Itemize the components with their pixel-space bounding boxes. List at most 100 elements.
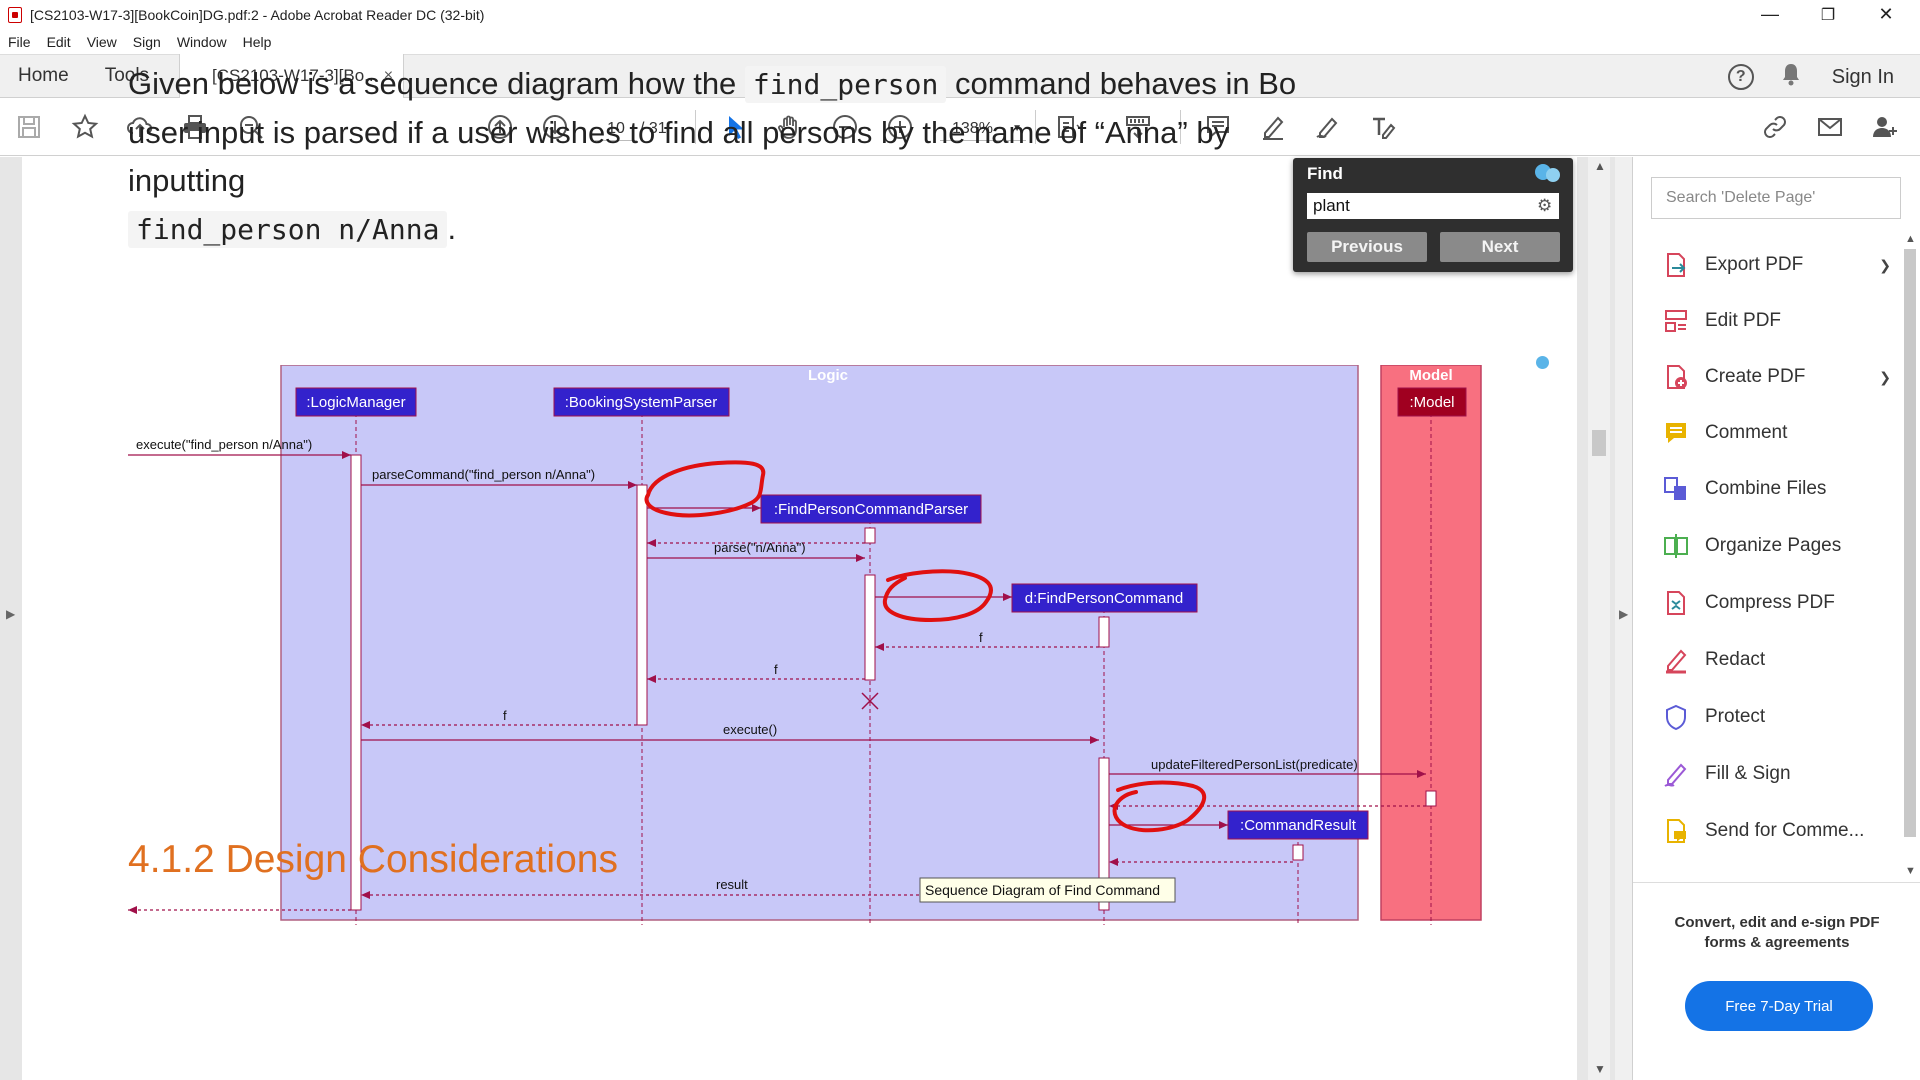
scroll-down-icon[interactable]: ▼ xyxy=(1905,865,1916,877)
scroll-down-icon[interactable]: ▼ xyxy=(1594,1062,1606,1076)
find-next-button[interactable]: Next xyxy=(1440,232,1560,262)
create-pdf-icon xyxy=(1661,362,1691,392)
tab-home[interactable]: Home xyxy=(18,65,69,86)
zoom-level-select[interactable]: 138% ▼ xyxy=(940,117,1026,141)
menu-sign[interactable]: Sign xyxy=(132,33,161,50)
toolbar xyxy=(0,98,1920,156)
minimize-button[interactable]: — xyxy=(1761,4,1779,24)
close-tab-icon[interactable]: × xyxy=(383,67,394,84)
expand-left-panel-icon[interactable]: ▶ xyxy=(6,607,16,621)
message-label-return-f3: f xyxy=(503,708,507,723)
model-group-label: Model xyxy=(1409,367,1452,384)
menu-help[interactable]: Help xyxy=(242,33,272,50)
diagram-tooltip-box xyxy=(919,877,1176,903)
next-page-icon[interactable] xyxy=(540,112,570,142)
print-icon[interactable] xyxy=(180,112,210,142)
document-scrollbar[interactable]: ▲ ▼ xyxy=(1588,157,1610,1080)
menu-edit[interactable]: Edit xyxy=(46,33,71,50)
tool-redact[interactable]: Redact xyxy=(1661,642,1891,678)
menu-view[interactable]: View xyxy=(86,33,117,50)
scrollbar-thumb[interactable] xyxy=(1904,249,1916,837)
add-user-icon[interactable] xyxy=(1870,112,1900,142)
email-icon[interactable] xyxy=(1815,112,1845,142)
help-icon[interactable]: ? xyxy=(1727,64,1754,90)
highlight-pen-icon[interactable] xyxy=(1258,112,1288,142)
hand-tool-icon[interactable] xyxy=(775,112,805,142)
draw-signature-icon[interactable] xyxy=(1313,112,1343,142)
diagram-tooltip: Sequence Diagram of Find Command xyxy=(925,882,1160,898)
scroll-up-icon[interactable]: ▲ xyxy=(1905,233,1916,245)
find-options-icon[interactable] xyxy=(1533,162,1563,189)
chevron-down-icon[interactable]: ❯ xyxy=(1879,368,1891,385)
tool-organize-pages[interactable]: Organize Pages xyxy=(1661,528,1891,564)
scroll-up-icon[interactable]: ▲ xyxy=(1594,159,1606,173)
tools-pane-scrollbar[interactable]: ▲ ▼ xyxy=(1901,233,1919,877)
tool-fill-sign[interactable]: Fill & Sign xyxy=(1661,756,1891,792)
tool-combine-files[interactable]: Combine Files xyxy=(1661,471,1891,507)
arrowhead xyxy=(628,481,637,489)
left-panel-toggle[interactable]: ▶ xyxy=(0,157,22,1080)
select-cursor-icon[interactable] xyxy=(720,112,750,142)
free-trial-button[interactable]: Free 7-Day Trial xyxy=(1685,981,1873,1031)
tool-label: Create PDF xyxy=(1705,366,1806,387)
find-input[interactable] xyxy=(1307,193,1559,219)
promo-panel: Convert, edit and e-sign PDF forms & agr… xyxy=(1633,882,1920,1080)
arrowhead xyxy=(1003,593,1012,601)
zoom-out-icon[interactable] xyxy=(830,112,860,142)
tool-create-pdf[interactable]: Create PDF ❯ xyxy=(1661,359,1891,395)
activation-booking-parser xyxy=(636,484,648,726)
tool-label: Redact xyxy=(1705,649,1766,670)
arrowhead xyxy=(875,643,884,651)
arrowhead xyxy=(1090,736,1099,744)
tool-export-pdf[interactable]: Export PDF ❯ xyxy=(1661,247,1891,283)
lifeline-label-command-result: :CommandResult xyxy=(1240,817,1357,834)
close-window-button[interactable]: ✕ xyxy=(1878,4,1894,24)
page-layout-icon[interactable] xyxy=(1055,112,1085,142)
find-settings-gear-icon[interactable]: ⚙ xyxy=(1537,196,1553,215)
zoom-search-icon[interactable] xyxy=(236,112,266,142)
lifeline-label-model: :Model xyxy=(1409,394,1454,411)
lifeline-label-logic-manager: :LogicManager xyxy=(306,394,405,411)
share-link-icon[interactable] xyxy=(1760,112,1790,142)
edit-text-icon[interactable] xyxy=(1368,112,1398,142)
maximize-button[interactable]: ❐ xyxy=(1820,6,1836,24)
page-number-input[interactable]: 10 xyxy=(595,117,637,141)
comment-tool-icon[interactable] xyxy=(1203,112,1233,142)
tool-edit-pdf[interactable]: Edit PDF xyxy=(1661,303,1891,339)
notification-bell-icon[interactable] xyxy=(1780,62,1802,92)
paragraph-text: Given below is a sequence diagram how th… xyxy=(128,66,745,101)
edit-pdf-icon xyxy=(1661,306,1691,336)
document-paragraph: Given below is a sequence diagram how th… xyxy=(128,60,1308,254)
chevron-down-icon[interactable]: ❯ xyxy=(1879,256,1891,273)
toolbar-separator xyxy=(1180,110,1181,144)
tab-tools[interactable]: Tools xyxy=(104,65,150,86)
paragraph-text: . xyxy=(447,211,457,246)
previous-page-icon[interactable] xyxy=(485,112,515,142)
find-previous-button[interactable]: Previous xyxy=(1307,232,1427,262)
tool-send-for-comment[interactable]: Send for Comme... xyxy=(1661,813,1891,849)
scrolling-mode-icon[interactable] xyxy=(1123,112,1153,142)
tools-search-input[interactable]: Search 'Delete Page' xyxy=(1651,177,1901,219)
menu-file[interactable]: File xyxy=(8,33,31,50)
sign-in-link[interactable]: Sign In xyxy=(1831,65,1894,88)
tool-comment[interactable]: Comment xyxy=(1661,415,1891,451)
save-icon[interactable] xyxy=(14,112,44,142)
toolbar-separator xyxy=(695,110,696,144)
tool-protect[interactable]: Protect xyxy=(1661,699,1891,735)
lifeline-box-booking-parser xyxy=(553,387,730,417)
tab-bar: Home Tools [CS2103-W17-3][Bo... × ? Sign… xyxy=(0,54,1920,98)
tab-document[interactable]: [CS2103-W17-3][Bo... × xyxy=(179,54,405,98)
tool-compress-pdf[interactable]: Compress PDF xyxy=(1661,585,1891,621)
scrollbar-thumb[interactable] xyxy=(1592,430,1606,456)
zoom-in-icon[interactable] xyxy=(885,112,915,142)
collapse-right-pane-icon[interactable]: ▶ xyxy=(1619,607,1629,621)
arrowhead xyxy=(361,721,370,729)
menu-window[interactable]: Window xyxy=(176,33,227,50)
tool-label: Comment xyxy=(1705,422,1788,443)
annotation-circle xyxy=(1112,780,1207,833)
tool-label: Fill & Sign xyxy=(1705,763,1791,784)
compress-pdf-icon xyxy=(1661,588,1691,618)
bookmark-star-icon[interactable] xyxy=(70,112,100,142)
upload-cloud-icon[interactable] xyxy=(125,112,155,142)
right-pane-toggle[interactable]: ▶ xyxy=(1615,157,1632,1080)
